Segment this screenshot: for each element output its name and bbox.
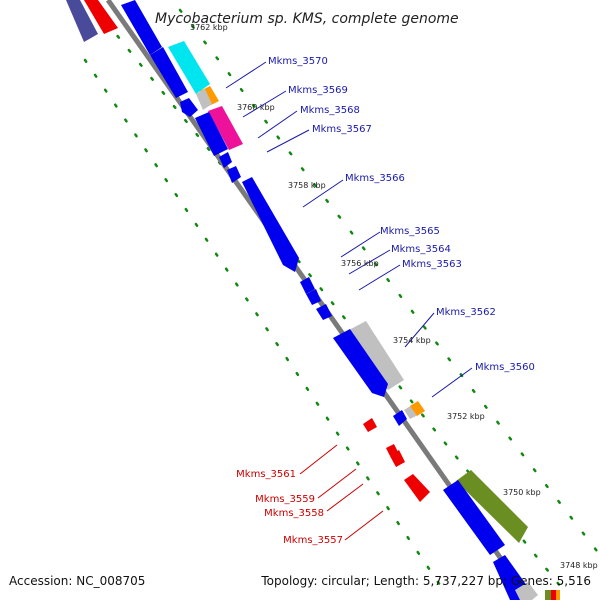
gene-block [195, 112, 228, 156]
kbp-label: 3760 kbp [237, 103, 275, 112]
gene-labels-reverse: Mkms_3561 Mkms_3559 Mkms_3558 Mkms_3557 [236, 469, 343, 546]
kbp-label: 3752 kbp [447, 412, 485, 421]
gene-label[interactable]: Mkms_3567 [312, 124, 372, 135]
gene-label[interactable]: Mkms_3562 [436, 307, 496, 318]
gene-label[interactable]: Mkms_3564 [391, 244, 451, 255]
gene-label[interactable]: Mkms_3568 [300, 105, 360, 116]
gene-block-navy [66, 0, 98, 42]
leaders-forward [225, 61, 473, 398]
gene-arrow [227, 166, 241, 183]
kbp-label: 3758 kbp [288, 181, 326, 190]
gene-arrow [180, 98, 198, 117]
gene-label[interactable]: Mkms_3558 [264, 508, 324, 519]
gene-block [150, 47, 188, 98]
gene-label[interactable]: Mkms_3559 [255, 494, 315, 505]
gene-block-cyan [168, 41, 210, 94]
gc-track-outer [93, 6, 567, 594]
gene-block-gray [196, 89, 212, 110]
kbp-label: 3750 kbp [503, 488, 541, 497]
gene-block-bottom-olive [545, 590, 551, 600]
kbp-ticks: 3762 kbp 3760 kbp 3758 kbp 3756 kbp 3754… [190, 23, 598, 570]
gene-block-orange-small [410, 401, 425, 416]
gene-label[interactable]: Mkms_3570 [268, 56, 328, 67]
gene-arrow-reverse [363, 418, 377, 432]
kbp-label: 3754 kbp [393, 336, 431, 345]
gene-label[interactable]: Mkms_3563 [402, 259, 462, 270]
gene-block-gray-large [349, 321, 404, 390]
gene-block-bottom [443, 480, 505, 555]
leaders-reverse [299, 444, 384, 541]
gene-label[interactable]: Mkms_3557 [283, 535, 343, 546]
gene-label[interactable]: Mkms_3569 [288, 85, 348, 96]
map-title: Mycobacterium sp. KMS, complete genome [155, 11, 459, 27]
gene-arrow-reverse [390, 450, 405, 467]
gene-block-olive [456, 470, 528, 543]
gene-block-gray-small [404, 405, 418, 419]
kbp-label: 3756 kbp [341, 259, 379, 268]
gene-arrow-reverse [404, 474, 430, 502]
gene-arrow [316, 304, 332, 320]
gene-label[interactable]: Mkms_3566 [345, 173, 405, 184]
gene-block-red-top [84, 0, 118, 34]
gene-label[interactable]: Mkms_3565 [380, 226, 440, 237]
genome-summary-text: Topology: circular; Length: 5,737,227 bp… [261, 574, 591, 588]
gene-block-magenta [208, 106, 243, 150]
gc-track-inner [83, 58, 442, 587]
gene-labels-forward: Mkms_3570 Mkms_3569 Mkms_3568 Mkms_3567 … [268, 56, 535, 373]
gene-label[interactable]: Mkms_3561 [236, 469, 296, 480]
accession-text: Accession: NC_008705 [9, 574, 146, 588]
gene-label[interactable]: Mkms_3560 [475, 362, 535, 373]
gene-arrow [300, 277, 315, 294]
gene-block-large [333, 329, 388, 397]
gene-block-long [242, 177, 299, 272]
gene-block-bottom-orange [556, 590, 560, 600]
gene-block-bottom-gray [515, 582, 538, 600]
gene-arrow [306, 289, 321, 305]
gene-block [121, 0, 162, 55]
gene-arrow [393, 410, 407, 426]
gene-block-bottom-red [551, 590, 556, 600]
gene-arrow [219, 152, 232, 168]
kbp-label: 3748 kbp [560, 561, 598, 570]
kbp-label: 3762 kbp [190, 23, 228, 32]
